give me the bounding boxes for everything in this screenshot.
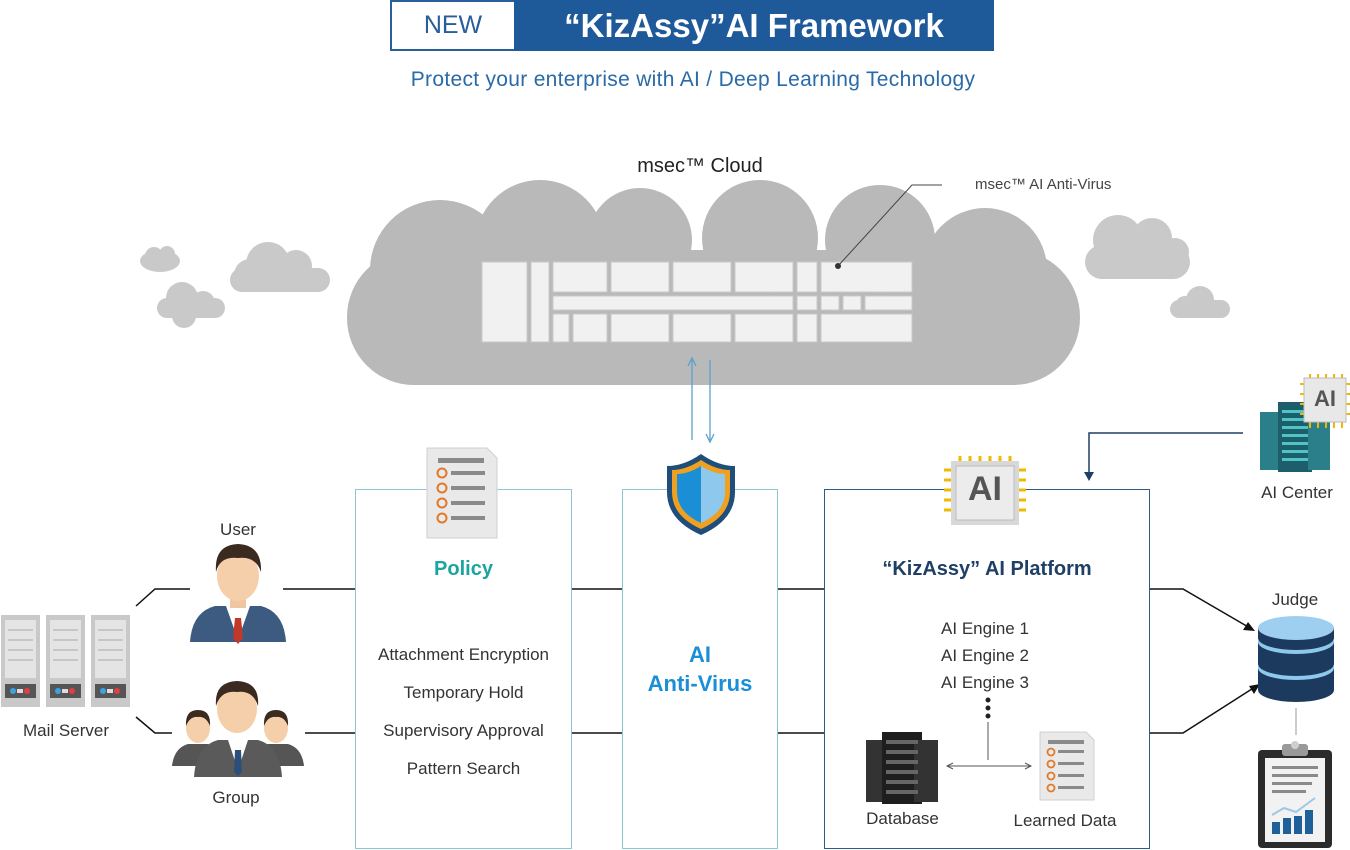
mail-server-label: Mail Server <box>23 721 109 740</box>
learned-data-label: Learned Data <box>1013 811 1117 830</box>
policy-item: Temporary Hold <box>403 683 524 702</box>
ai-engine-item: AI Engine 1 <box>941 619 1029 638</box>
cloud-label: msec™ Cloud <box>637 155 763 177</box>
small-cloud-icon <box>1170 286 1230 318</box>
small-cloud-icon <box>157 282 225 328</box>
antivirus-title-line1: AI <box>689 642 711 667</box>
policy-box <box>355 489 572 849</box>
arrow-head <box>1243 622 1255 631</box>
ai-center-arrow <box>1088 432 1243 474</box>
ai-center-label: AI Center <box>1261 483 1333 502</box>
ai-engine-item: AI Engine 3 <box>941 673 1029 692</box>
flow-lines <box>135 588 1256 734</box>
database-label: Database <box>866 809 939 828</box>
platform-title: “KizAssy” AI Platform <box>882 558 1092 580</box>
ai-chip-label: AI <box>968 470 1002 508</box>
new-badge: NEW <box>390 0 514 51</box>
small-cloud-icon <box>140 246 180 272</box>
arrow-head <box>1249 684 1260 694</box>
policy-item: Supervisory Approval <box>383 721 544 740</box>
policy-item: Pattern Search <box>406 759 521 778</box>
platform-box <box>824 489 1150 849</box>
cloud-antivirus-panel <box>481 261 913 343</box>
antivirus-title-line2: Anti-Virus <box>647 671 753 696</box>
group-label: Group <box>212 788 260 807</box>
page-title: “KizAssy”AI Framework <box>514 0 994 51</box>
user-label: User <box>220 520 256 539</box>
policy-title: Policy <box>434 558 493 580</box>
small-cloud-icon <box>230 242 330 292</box>
callout-line <box>837 184 942 267</box>
antivirus-box <box>622 489 778 849</box>
cloud-sync-arrows <box>687 356 715 444</box>
small-cloud-icon <box>1085 215 1190 279</box>
page-subtitle: Protect your enterprise with AI / Deep L… <box>410 68 976 91</box>
cloud-callout-label: msec™ AI Anti-Virus <box>975 176 1112 193</box>
ai-engine-item: AI Engine 2 <box>941 646 1029 665</box>
policy-item: Attachment Encryption <box>377 645 550 664</box>
judge-label: Judge <box>1271 590 1319 609</box>
ai-center-badge: AI <box>1314 386 1336 411</box>
